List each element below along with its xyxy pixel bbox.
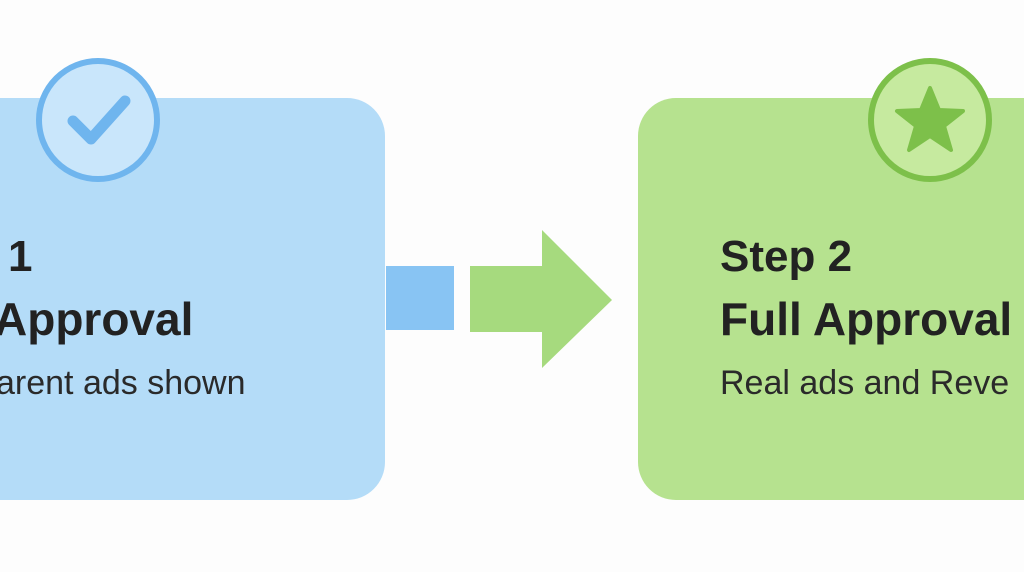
step-1-description: arent ads shown xyxy=(0,364,246,402)
check-icon xyxy=(67,95,131,145)
step-1-badge xyxy=(36,58,160,182)
step-2-title: Full Approval xyxy=(720,293,1013,345)
step-1-label: 1 xyxy=(8,232,33,281)
step-1-text-area: 1 Approval arent ads shown xyxy=(0,98,385,500)
step-2-description: Real ads and Reve xyxy=(720,364,1010,402)
step-2-badge xyxy=(868,58,992,182)
step-2-text-area: Step 2 Full Approval Real ads and Reve xyxy=(638,98,1024,500)
step-2-label: Step 2 xyxy=(720,232,853,281)
right-arrow-icon xyxy=(470,230,612,368)
connector-bar xyxy=(386,266,454,330)
step-1-title: Approval xyxy=(0,293,194,345)
star-icon xyxy=(895,86,965,152)
